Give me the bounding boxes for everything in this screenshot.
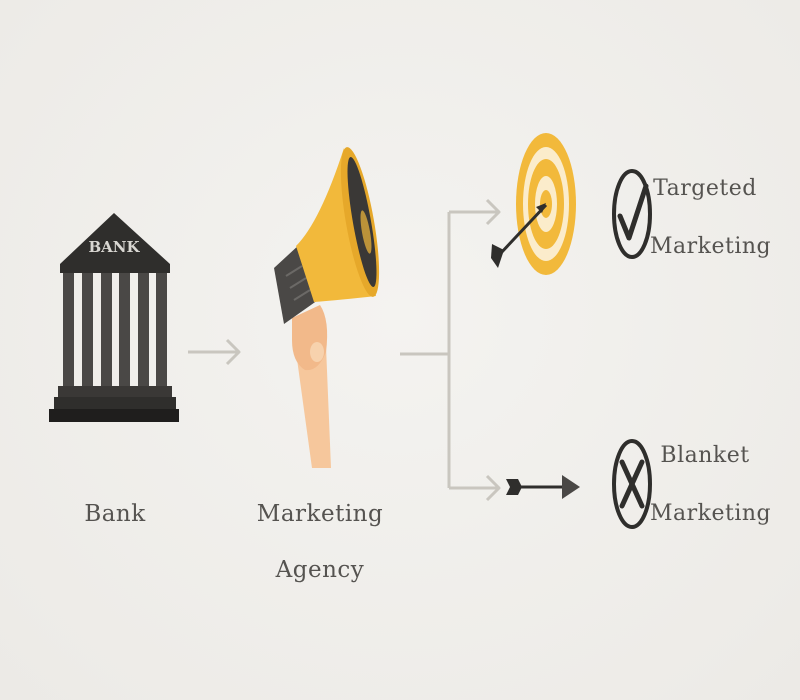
bank-column: [119, 273, 130, 386]
check-circle: [612, 169, 652, 259]
bank-entablature: [60, 264, 170, 273]
bank-column: [156, 273, 167, 386]
targeted-marketing-label-line2: Marketing: [650, 234, 772, 259]
bank-label-text: Bank: [84, 501, 146, 527]
bank-columns: [63, 273, 167, 386]
x-icon: [612, 439, 652, 529]
blanket-marketing-label-line1: Blanket: [660, 443, 750, 468]
check-icon: [612, 169, 652, 259]
missed-arrow-fletching: [506, 479, 522, 495]
target-arrow-tip: [536, 203, 546, 213]
target-icon: [491, 133, 576, 275]
check-mark: [617, 183, 649, 241]
x-circle: [612, 439, 652, 529]
target-arrow-shaft: [498, 203, 548, 256]
bank-base-step: [54, 397, 176, 409]
targeted-marketing-label: Targeted Marketing: [650, 160, 772, 276]
bank-label: Bank: [60, 486, 170, 542]
arrow-head: [225, 338, 241, 366]
bank-sign: BANK: [88, 238, 140, 256]
marketing-agency-label: Marketing Agency: [255, 486, 385, 598]
bank-base-step: [49, 409, 179, 422]
branch-connector: [400, 198, 501, 502]
bank-column: [82, 273, 93, 386]
blanket-marketing-label-line2: Marketing: [650, 501, 772, 526]
megaphone-icon: [274, 147, 380, 468]
branch-bottom-arrowhead: [485, 474, 501, 502]
marketing-agency-label-line1: Marketing: [256, 501, 384, 527]
marketing-agency-label-line2: Agency: [275, 557, 365, 583]
target-arrow-fletching: [491, 244, 504, 268]
bank-icon: BANK: [49, 213, 179, 422]
missed-arrow-head: [562, 475, 580, 499]
bank-column: [63, 273, 74, 386]
thumb: [310, 342, 324, 362]
bank-base-step: [58, 386, 172, 397]
targeted-marketing-label-line1: Targeted: [653, 176, 757, 201]
bank-column: [101, 273, 112, 386]
missed-arrow-icon: [506, 475, 580, 499]
branch-top-arrowhead: [485, 198, 501, 226]
bank-column: [138, 273, 149, 386]
target-bullseye: [540, 190, 552, 218]
blanket-marketing-label: Blanket Marketing: [650, 427, 772, 543]
bank-roof: [60, 213, 170, 264]
arrow-bank-to-agency: [188, 338, 241, 366]
x-stroke: [619, 459, 645, 509]
